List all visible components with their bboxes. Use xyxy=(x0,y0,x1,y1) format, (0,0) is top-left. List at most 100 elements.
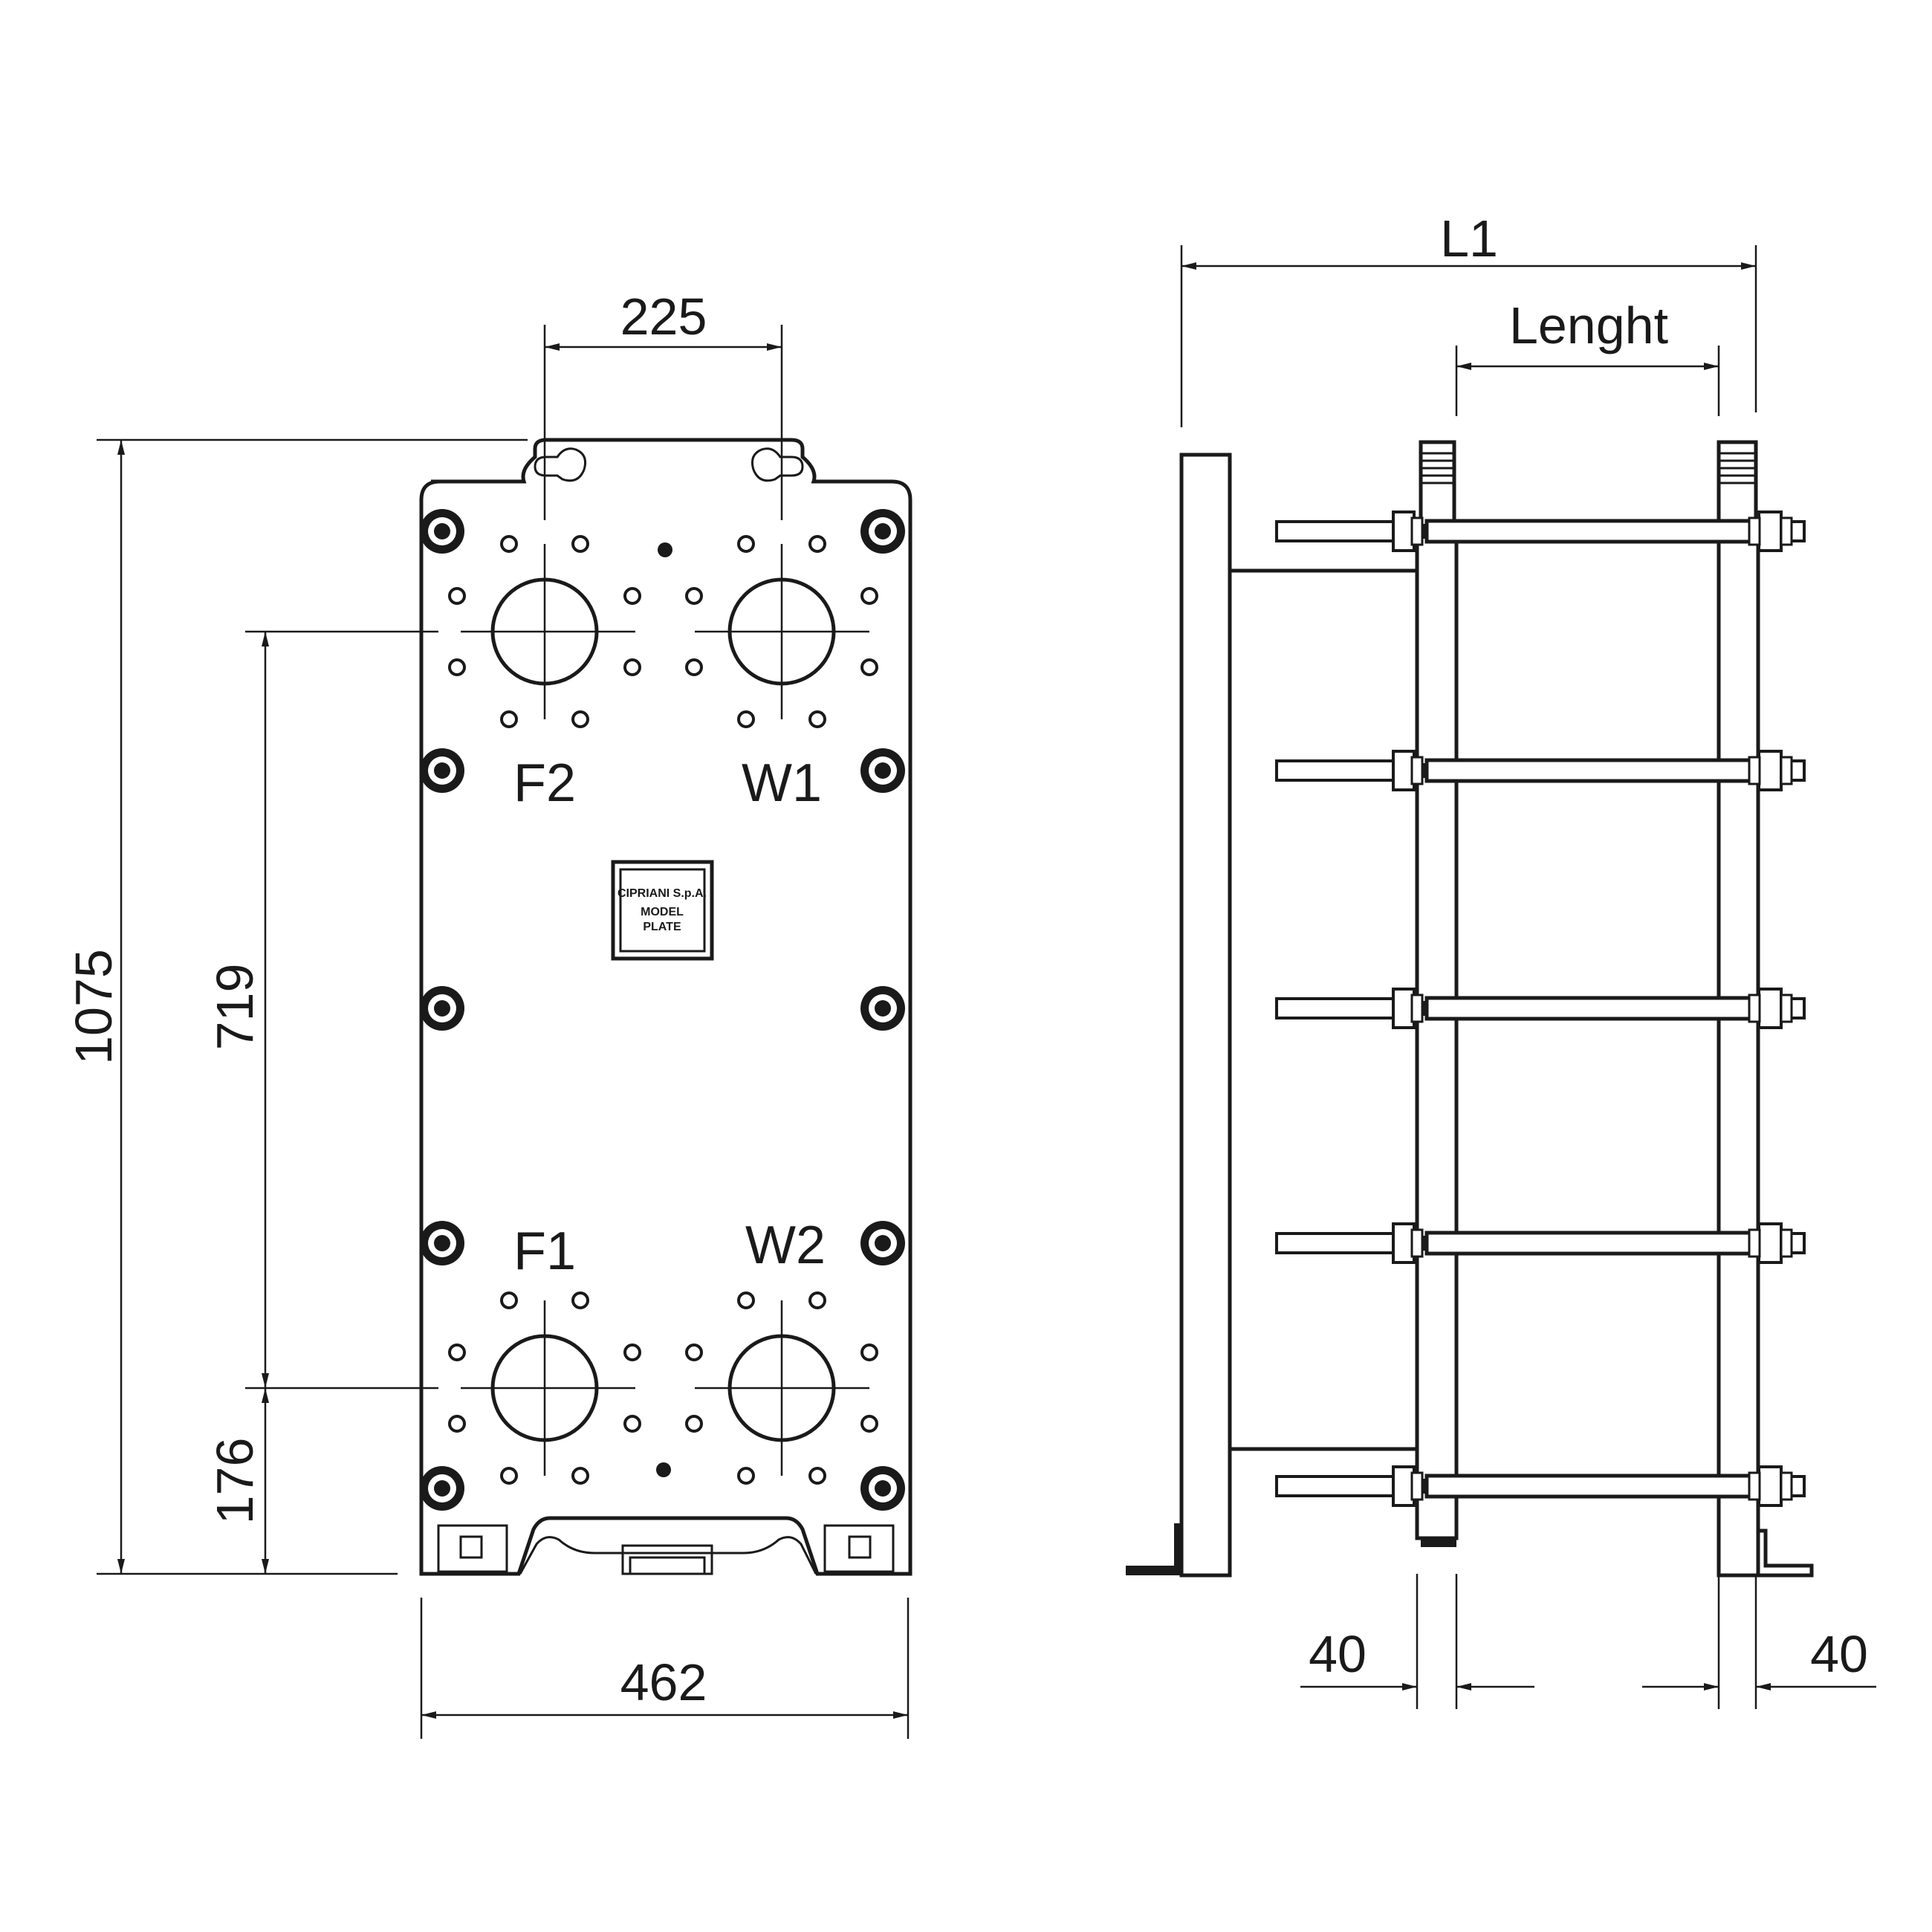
flange-hole xyxy=(860,587,878,605)
dim-719-label: 719 xyxy=(206,964,264,1051)
tie-rod xyxy=(1275,1465,1806,1507)
tie-bolt xyxy=(420,509,464,554)
bottom-left-foot-hole xyxy=(459,1535,483,1559)
flange-hole xyxy=(808,1467,826,1485)
dim-176-label: 176 xyxy=(206,1438,264,1525)
nameplate-line1: CIPRIANI S.p.A. xyxy=(617,887,707,900)
bottom-right-foot xyxy=(823,1524,895,1573)
dim-719: 719 xyxy=(206,630,438,1390)
flange-hole xyxy=(685,658,703,676)
flange-hole xyxy=(737,1467,755,1485)
dim-l1-label: L1 xyxy=(1440,210,1498,268)
bottom-right-foot-hole xyxy=(848,1535,872,1559)
flange-hole xyxy=(448,658,466,676)
side-view: L1 Lenght 40 40 xyxy=(1126,210,1876,1709)
dim-40-right-label: 40 xyxy=(1810,1625,1868,1683)
flange-hole xyxy=(860,1343,878,1361)
dim-40-left: 40 xyxy=(1300,1574,1534,1709)
dim-40-left-label: 40 xyxy=(1309,1625,1367,1683)
flange-hole xyxy=(737,535,755,553)
flange-hole xyxy=(860,658,878,676)
port-label-w1: W1 xyxy=(742,753,822,813)
front-view: F2 W1 F1 W2 CIPRIANI S.p.A. MODEL PLATE … xyxy=(65,288,912,1739)
port-flange-holes xyxy=(448,535,878,1485)
tie-rod xyxy=(1275,510,1806,552)
tie-bolt xyxy=(860,986,905,1031)
dim-lenght: Lenght xyxy=(1455,296,1720,416)
flange-hole xyxy=(448,1415,466,1433)
tie-bolt xyxy=(420,1466,464,1511)
tie-rods xyxy=(1275,510,1806,1507)
flange-hole xyxy=(500,710,518,728)
pressure-plate xyxy=(1717,529,1760,1578)
tie-rod xyxy=(1275,1222,1806,1264)
tie-bolt xyxy=(860,1221,905,1265)
flange-hole xyxy=(685,587,703,605)
flange-hole xyxy=(500,535,518,553)
flange-hole xyxy=(860,1415,878,1433)
nameplate-frame xyxy=(611,860,714,961)
port-label-w2: W2 xyxy=(745,1216,826,1275)
top-right-hanger-slot xyxy=(751,447,804,482)
port-bottom-left xyxy=(461,1300,635,1476)
dim-462: 462 xyxy=(420,1598,910,1739)
flange-hole xyxy=(571,1467,589,1485)
dim-l1: L1 xyxy=(1180,210,1757,427)
flange-hole xyxy=(448,1343,466,1361)
port-top-right xyxy=(695,544,869,719)
left-top-hanger xyxy=(1419,440,1456,534)
dim-176: 176 xyxy=(206,1388,269,1574)
flange-hole xyxy=(623,587,641,605)
port-bottom-right xyxy=(695,1300,869,1476)
tie-bolt xyxy=(420,986,464,1031)
tie-bolt xyxy=(420,748,464,793)
bottom-left-foot xyxy=(437,1524,508,1573)
nameplate-line2: MODEL xyxy=(641,906,684,918)
dim-40-right: 40 xyxy=(1642,1574,1876,1709)
flange-hole xyxy=(737,710,755,728)
tie-bolt xyxy=(860,1466,905,1511)
bottom-center-mark xyxy=(656,1462,671,1477)
flange-hole xyxy=(808,710,826,728)
port-label-f2: F2 xyxy=(513,753,576,813)
port-top-left xyxy=(461,544,635,719)
port-label-f1: F1 xyxy=(513,1222,576,1281)
dim-225-label: 225 xyxy=(620,288,707,346)
flange-hole xyxy=(500,1291,518,1309)
top-center-mark xyxy=(658,542,672,557)
flange-hole xyxy=(623,658,641,676)
hanger-ribs xyxy=(1421,452,1756,484)
flange-hole xyxy=(571,1291,589,1309)
flange-hole xyxy=(685,1415,703,1433)
flange-hole xyxy=(737,1291,755,1309)
flange-hole xyxy=(685,1343,703,1361)
flange-hole xyxy=(623,1415,641,1433)
bottom-guide-block-inner xyxy=(629,1556,706,1575)
nameplate-line3: PLATE xyxy=(643,921,681,933)
top-left-hanger-slot xyxy=(534,447,587,482)
bottom-guide-block xyxy=(621,1544,713,1575)
flange-hole xyxy=(808,1291,826,1309)
flange-hole xyxy=(808,535,826,553)
plate-outline xyxy=(419,438,912,1576)
tie-bolts xyxy=(420,509,905,1511)
tie-bolt xyxy=(860,509,905,554)
flange-hole xyxy=(571,710,589,728)
tie-bolt xyxy=(860,748,905,793)
left-bottom-guide xyxy=(1421,1538,1456,1547)
dim-225: 225 xyxy=(543,288,783,520)
bottom-guide-slot xyxy=(519,1536,817,1575)
tie-rod xyxy=(1275,988,1806,1029)
dim-1075-label: 1075 xyxy=(65,949,123,1065)
nameplate-inner xyxy=(619,868,706,953)
dim-462-label: 462 xyxy=(620,1653,707,1711)
flange-hole xyxy=(571,535,589,553)
flange-hole xyxy=(623,1343,641,1361)
flange-hole xyxy=(500,1467,518,1485)
nameplate: CIPRIANI S.p.A. MODEL PLATE xyxy=(611,860,714,961)
flange-hole xyxy=(448,587,466,605)
dim-lenght-label: Lenght xyxy=(1509,296,1668,354)
fixed-frame-plate xyxy=(1179,453,1232,1578)
pressure-plate-foot xyxy=(1719,1529,1814,1578)
